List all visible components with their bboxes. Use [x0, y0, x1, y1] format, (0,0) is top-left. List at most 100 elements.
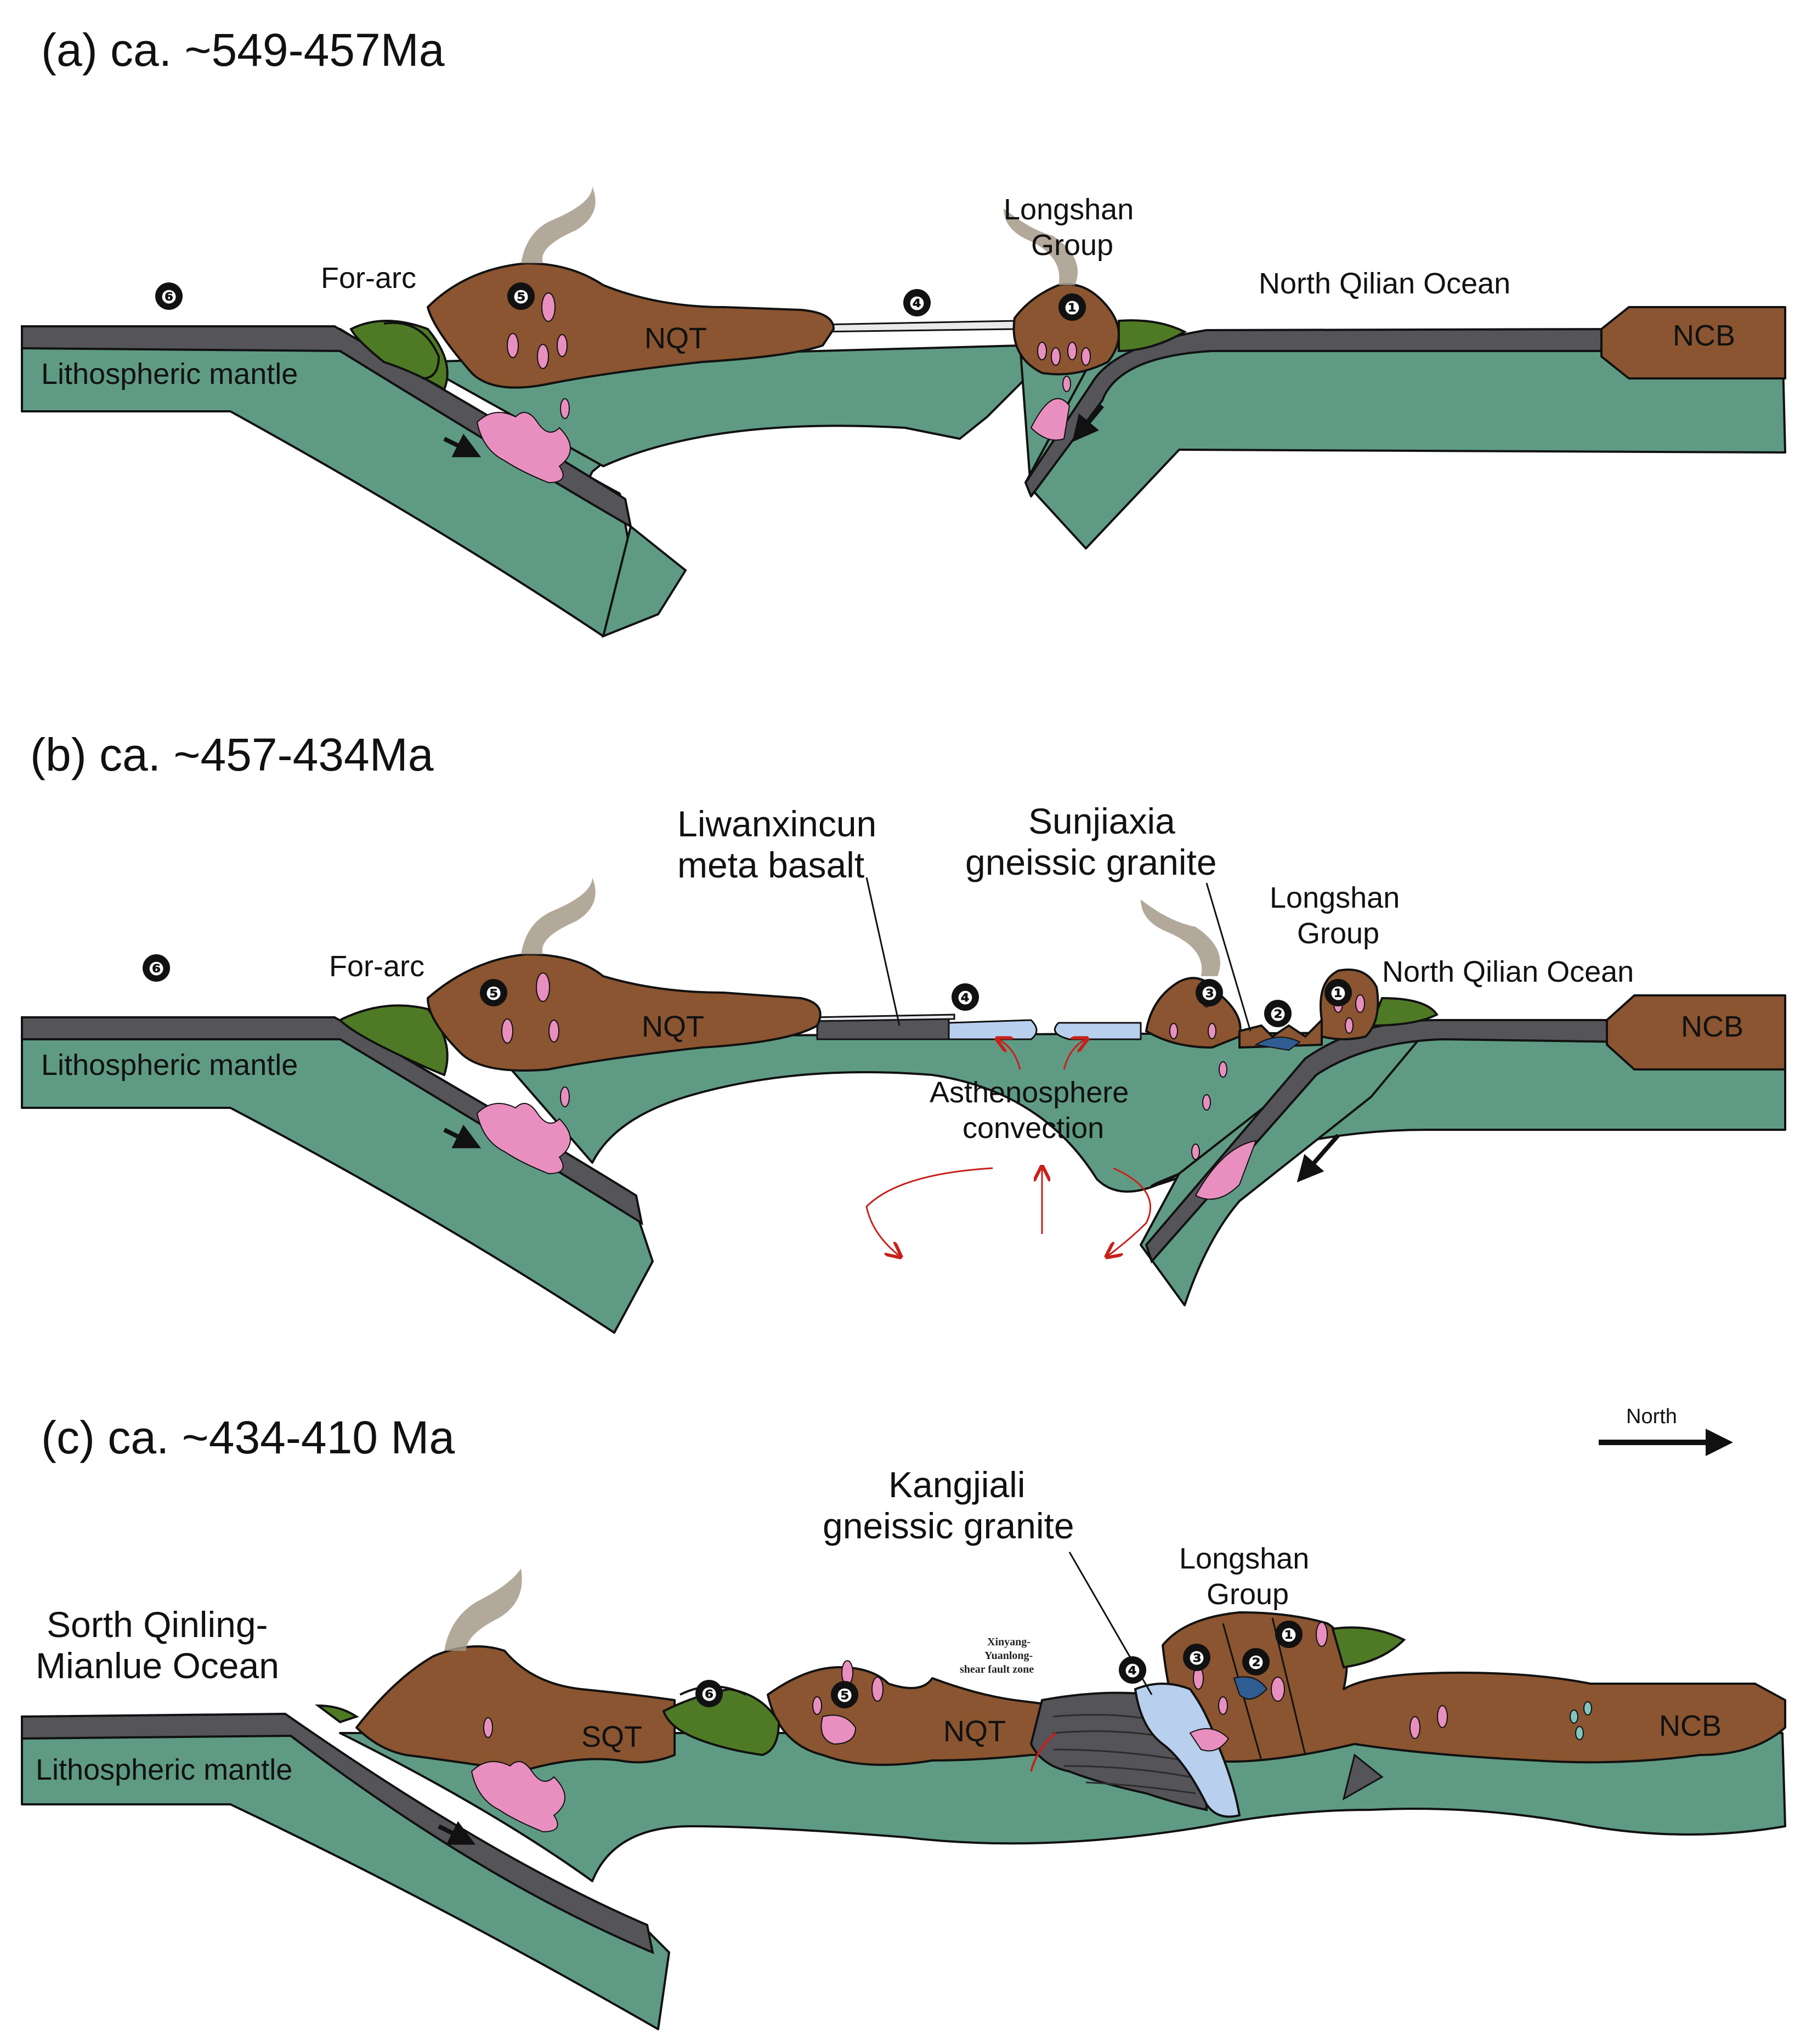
panel-b-forearc: [338, 996, 1439, 1077]
panel-c-kangjiali-line2: gneissic granite: [823, 1505, 1074, 1546]
panel-a-forearc-label: For-arc: [321, 262, 416, 295]
blue-pluton-b: [1254, 1037, 1301, 1051]
panel-b-astheno-line1: Asthenosphere: [930, 1076, 1129, 1109]
meta-basalt-left: [948, 1019, 1038, 1040]
panel-a-ocean: North Qilian Ocean: [1259, 267, 1510, 300]
panel-c-fault-line1: Xinyang-: [987, 1636, 1031, 1648]
block-3-b: [1145, 977, 1242, 1049]
marker-5-b: ❺: [486, 983, 502, 1005]
panel-b-slab-left: [21, 1016, 643, 1226]
panel-a-title: (a) ca. ~549-457Ma: [41, 24, 445, 76]
panel-a-motion-arrows: [443, 404, 1105, 457]
panel-a-longshan-line1: Longshan: [1004, 193, 1134, 226]
panel-a-melts: [476, 292, 1091, 484]
panel-b-markers: ❻ ❺ ❹ ❸ ❷ ❶: [143, 954, 1352, 1027]
marker-6-b: ❻: [149, 958, 165, 980]
panel-b-motion-arrows: [443, 1124, 1340, 1183]
marker-3-c: ❸: [1189, 1647, 1205, 1669]
panel-b-mantle: [21, 1019, 1786, 1334]
marker-4-b: ❹: [958, 987, 973, 1009]
arrow-subduction-left-a: [443, 433, 482, 457]
panel-b-title: (b) ca. ~457-434Ma: [30, 729, 434, 780]
blue-pluton-c: [1233, 1676, 1268, 1700]
panel-c-slab-left: [21, 1712, 654, 1955]
kangjiali-granite-c: [1134, 1683, 1241, 1818]
panel-c-south-ocean-line2: Mianlue Ocean: [36, 1645, 279, 1686]
pointer-sunjiaxia: [1205, 882, 1252, 1032]
panel-c-nqt: NQT: [943, 1715, 1006, 1748]
panel-b-forearc-label: For-arc: [329, 950, 424, 983]
marker-1-c: ❶: [1281, 1624, 1297, 1646]
marker-2-c: ❷: [1248, 1652, 1264, 1674]
panel-c-longshan-line2: Group: [1207, 1578, 1289, 1611]
arrow-up-left: [998, 1039, 1021, 1070]
north-label: North: [1626, 1405, 1677, 1428]
north-arrow: North: [1599, 1405, 1733, 1456]
panel-b-lith-mantle: Lithospheric mantle: [41, 1049, 298, 1082]
panel-a-forearc: [349, 319, 1187, 391]
fault-trace: [1030, 1732, 1057, 1772]
panel-c-markers: ❻ ❺ ❹ ❸ ❷ ❶: [695, 1621, 1303, 1708]
arrow-subduction-right-a: [1072, 404, 1105, 443]
ncb-longshan-block-c: [1162, 1611, 1786, 1764]
panel-b-ncb: NCB: [1681, 1010, 1743, 1043]
panel-b-nqt: NQT: [642, 1010, 704, 1043]
nqt-block-b: [427, 953, 822, 1072]
panel-a-nqt: NQT: [644, 322, 707, 355]
panel-c-sqt: SQT: [581, 1720, 642, 1753]
marker-5-c: ❺: [837, 1685, 853, 1707]
panel-c: (c) ca. ~434-410 Ma North: [21, 1405, 1786, 2030]
ncb-block-b: [1606, 994, 1786, 1071]
panel-b-longshan-line1: Longshan: [1270, 881, 1400, 914]
panel-b-convection: [865, 1039, 1151, 1256]
panel-c-fault-line2: Yuanlong-: [984, 1650, 1033, 1662]
pointer-liwan: [865, 877, 901, 1026]
marker-5-a: ❺: [513, 286, 529, 308]
panel-c-kangjiali-line1: Kangjiali: [888, 1464, 1026, 1505]
slab-tip-c: [1342, 1753, 1384, 1801]
arrow-up-right: [1063, 1039, 1086, 1070]
marker-1-a: ❶: [1065, 297, 1080, 319]
arrow-down-left: [865, 1167, 993, 1256]
panel-c-south-ocean-line1: Sorth Qinling-: [47, 1604, 268, 1645]
panel-a-lith-mantle: Lithospheric mantle: [41, 358, 298, 390]
panel-b-oceanic-crust: [811, 1013, 1142, 1040]
panel-b-liwan-line2: meta basalt: [677, 845, 864, 885]
panel-c-melts: [471, 1622, 1448, 1833]
panel-b: (b) ca. ~457-434Ma: [21, 729, 1786, 1334]
ncb-block-a: [1600, 306, 1786, 380]
marker-1-b: ❶: [1331, 983, 1346, 1005]
panel-b-liwan-line1: Liwanxincun: [677, 803, 876, 844]
panel-c-ncb: NCB: [1659, 1709, 1722, 1742]
panel-b-sunjiaxia-line1: Sunjiaxia: [1028, 801, 1175, 841]
nqt-block-c: [767, 1666, 1071, 1766]
panel-b-ocean: North Qilian Ocean: [1382, 955, 1634, 988]
panel-c-longshan-line1: Longshan: [1179, 1542, 1309, 1575]
panel-b-smoke: [521, 877, 1220, 976]
panel-c-fault-line3: shear fault zone: [960, 1663, 1034, 1675]
panel-c-motion-arrows: [438, 1821, 476, 1845]
panel-a-longshan-line2: Group: [1031, 229, 1113, 262]
meta-basalt-right: [1054, 1022, 1142, 1040]
panel-c-lith-mantle: Lithospheric mantle: [36, 1753, 292, 1786]
panel-a: (a) ca. ~549-457Ma: [21, 24, 1786, 638]
panel-a-slab-left: [21, 325, 687, 638]
panel-a-markers: ❻ ❺ ❹ ❶: [155, 282, 1086, 321]
marker-3-b: ❸: [1202, 983, 1218, 1005]
marker-6-c: ❻: [701, 1684, 717, 1706]
marker-6-a: ❻: [161, 286, 177, 308]
panel-c-title: (c) ca. ~434-410 Ma: [41, 1412, 455, 1463]
panel-c-smoke: [444, 1569, 522, 1651]
panel-c-crust: [355, 1611, 1786, 1773]
arrow-down-right: [1108, 1167, 1151, 1256]
panel-a-smoke: [521, 186, 1078, 285]
marker-4-c: ❹: [1125, 1660, 1141, 1682]
panel-b-longshan-line2: Group: [1297, 917, 1379, 950]
marker-2-b: ❷: [1270, 1004, 1286, 1026]
marker-4-a: ❹: [909, 293, 925, 315]
panel-a-ncb: NCB: [1673, 319, 1735, 352]
panel-c-blue-drops: [1570, 1701, 1592, 1740]
panel-b-sunjiaxia-line2: gneissic granite: [965, 842, 1217, 882]
panel-b-astheno-line2: convection: [963, 1112, 1104, 1145]
